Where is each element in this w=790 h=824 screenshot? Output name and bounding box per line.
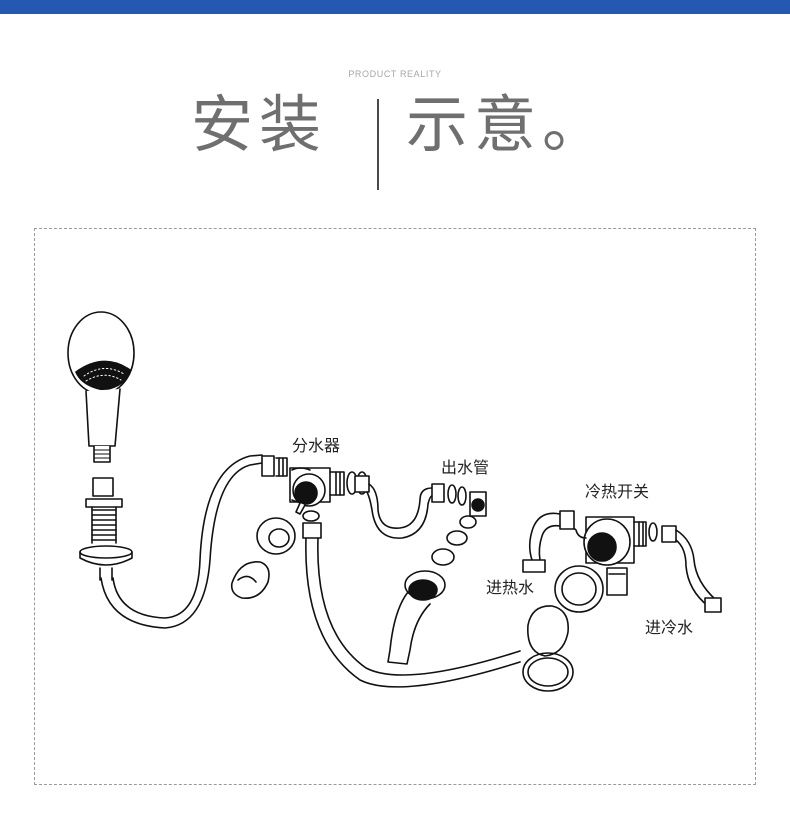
cold-water-hose-illustration: [675, 529, 722, 613]
shower-hose-illustration: [100, 454, 263, 629]
diverter-illustration: [261, 455, 370, 515]
section-eyebrow: PRODUCT REALITY: [348, 69, 442, 79]
shower-base-illustration: [79, 477, 133, 581]
diverter-lower-hose-illustration: [302, 522, 521, 688]
label-hot-cold-switch: 冷热开关: [585, 482, 650, 501]
spout-illustration: [387, 570, 446, 665]
valve-flange-illustration: [522, 565, 628, 692]
page-title-left: 安装: [191, 88, 328, 161]
page-title-right: 示意。: [406, 88, 611, 161]
title-divider: [377, 99, 379, 190]
label-diverter: 分水器: [292, 436, 341, 455]
outlet-hose-illustration: [366, 483, 487, 566]
top-accent-bar: [0, 0, 790, 14]
hot-water-hose-illustration: [522, 512, 561, 573]
diverter-flange-illustration: [230, 510, 320, 599]
mixing-valve-illustration: [559, 510, 677, 566]
label-cold-water-inlet: 进冷水: [645, 618, 694, 637]
hand-shower-illustration: [67, 311, 135, 463]
label-outlet-pipe: 出水管: [441, 458, 490, 477]
label-hot-water-inlet: 进热水: [486, 578, 535, 597]
diagram-frame: [34, 228, 756, 785]
